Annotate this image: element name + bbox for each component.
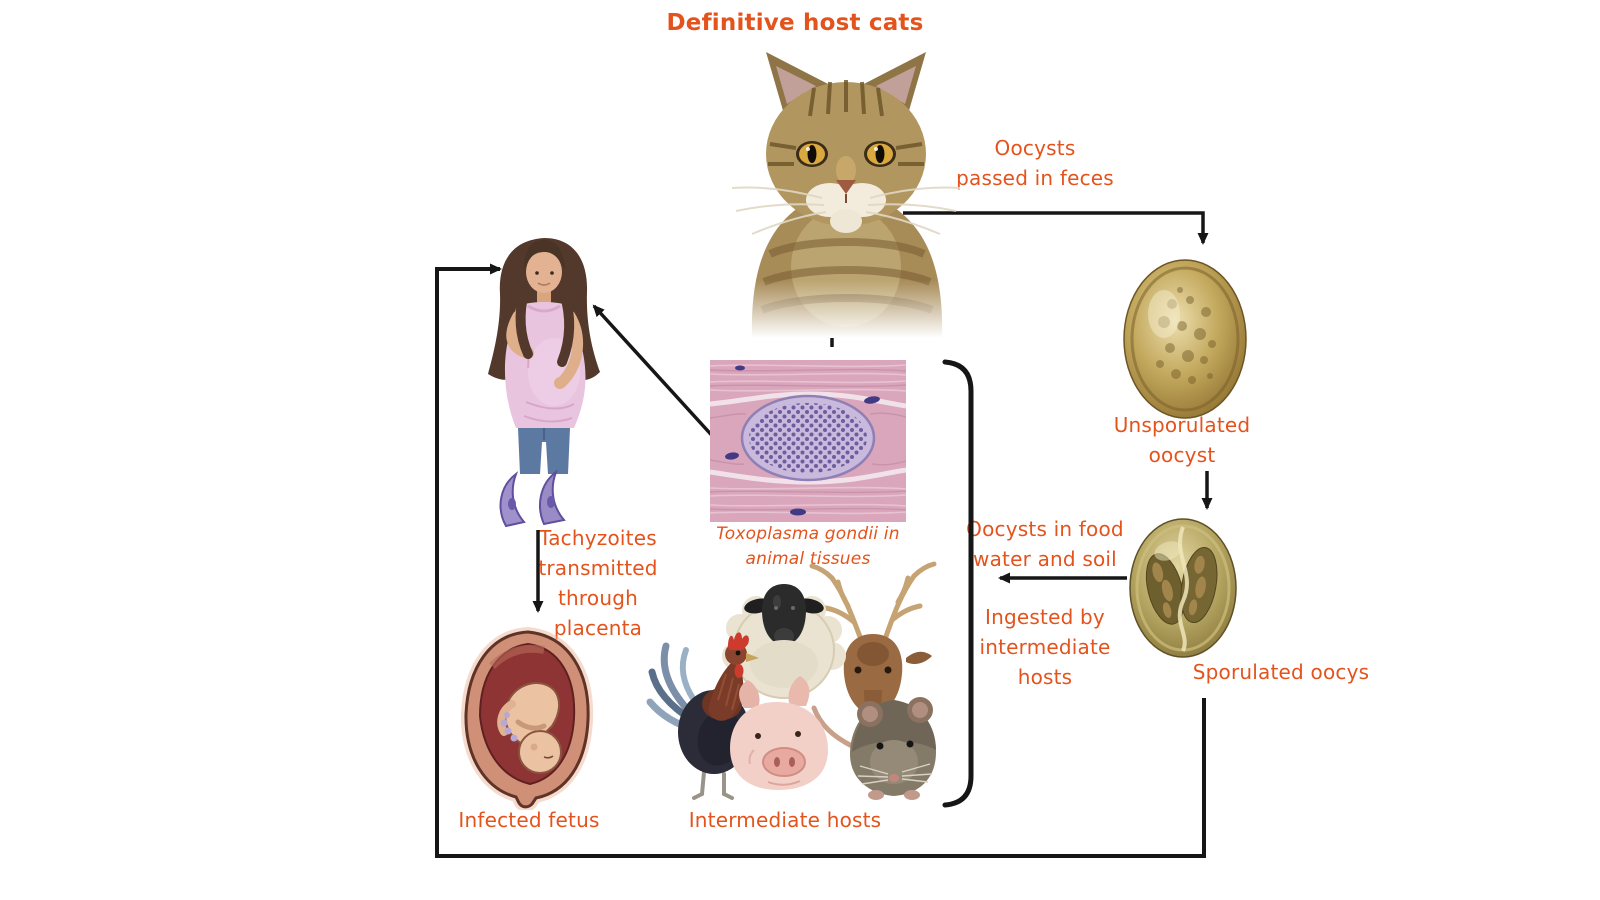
label-oocysts-passed-in-feces: Oocysts passed in feces <box>956 136 1114 190</box>
tissue-cyst-illustration <box>710 360 906 522</box>
cat-eyes <box>796 141 896 167</box>
sporulated-oocyst-illustration <box>1129 518 1237 658</box>
arrow-cat-to-unsporulated <box>903 211 1209 245</box>
intermediate-hosts-illustration <box>646 561 937 800</box>
pig-illustration <box>730 676 828 790</box>
pregnant-woman-illustration <box>488 238 600 474</box>
bracket-intermediate-group <box>942 359 974 808</box>
label-sporulated-oocyst: Sporulated oocys <box>1192 660 1370 684</box>
diagram-title: Definitive host cats <box>666 10 924 36</box>
label-ingested-by-hosts: Ingested by intermediate hosts <box>979 605 1111 689</box>
label-tissue-caption: Toxoplasma gondii in animal tissues <box>716 524 900 569</box>
arrow-loop-sporulated-to-woman <box>435 263 1206 858</box>
sporocysts <box>1145 546 1218 625</box>
label-tachyzoites: Tachyzoites transmitted through placenta <box>538 526 658 640</box>
arrow-tissue-to-woman <box>592 304 719 443</box>
rooster-illustration <box>646 632 759 800</box>
cat-illustration <box>692 52 1000 338</box>
label-oocysts-in-food: Oocysts in food water and soil <box>966 517 1124 571</box>
label-unsporulated-oocyst: Unsporulated oocyst <box>1113 413 1251 467</box>
label-intermediate-hosts: Intermediate hosts <box>688 808 882 832</box>
fetus-illustration <box>460 626 594 810</box>
rat-illustration <box>811 697 936 800</box>
label-infected-fetus: Infected fetus <box>458 808 600 832</box>
sheep-illustration <box>722 584 846 699</box>
unsporulated-oocyst-illustration <box>1123 259 1247 419</box>
fetus-body <box>497 682 562 774</box>
tachyzoites-illustration <box>499 470 566 528</box>
